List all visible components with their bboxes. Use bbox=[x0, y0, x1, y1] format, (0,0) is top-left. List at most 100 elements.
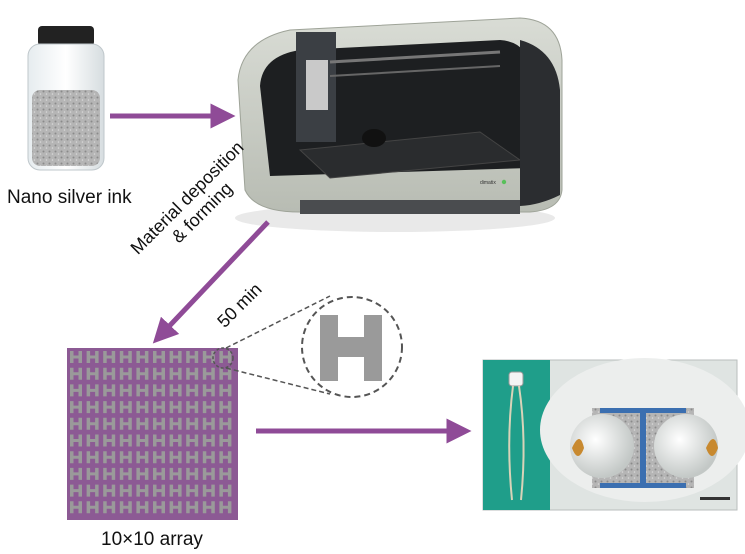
array-cell bbox=[153, 417, 165, 430]
array-cell bbox=[86, 484, 99, 497]
arrow-printer-to-array bbox=[152, 220, 270, 344]
h-sensor-image bbox=[482, 358, 745, 511]
array-cell bbox=[70, 501, 82, 514]
array-cell bbox=[202, 384, 215, 397]
zoom-circle bbox=[301, 296, 403, 398]
array-cell bbox=[153, 351, 165, 363]
array-cell bbox=[202, 467, 215, 480]
array-cell bbox=[70, 451, 82, 464]
array-cell bbox=[169, 451, 182, 464]
array-cell bbox=[219, 367, 232, 380]
array-cell bbox=[119, 467, 132, 480]
array-cell bbox=[219, 351, 232, 363]
zoom-source-circle bbox=[212, 347, 234, 369]
array-cell bbox=[119, 417, 132, 430]
array-cell bbox=[136, 401, 149, 414]
array-cell bbox=[136, 384, 149, 397]
array-cell bbox=[70, 484, 82, 497]
h-array-grid bbox=[67, 348, 238, 520]
array-cell bbox=[186, 417, 199, 430]
array-cell bbox=[186, 367, 199, 380]
array-cell bbox=[219, 417, 232, 430]
array-cell bbox=[119, 384, 132, 397]
array-cell bbox=[70, 467, 82, 480]
array-cell bbox=[186, 384, 199, 397]
array-cell bbox=[86, 367, 99, 380]
array-cell bbox=[86, 417, 99, 430]
array-cell bbox=[219, 401, 232, 414]
array-cell bbox=[219, 501, 232, 514]
array-cell bbox=[119, 401, 132, 414]
array-cell bbox=[119, 351, 132, 363]
array-cell bbox=[202, 434, 215, 447]
array-cell bbox=[103, 434, 116, 447]
array-cell bbox=[202, 367, 215, 380]
zoom-guide-bottom bbox=[225, 367, 331, 395]
array-cell bbox=[136, 484, 149, 497]
array-cell bbox=[70, 384, 82, 397]
array-cell bbox=[153, 451, 165, 464]
array-cell bbox=[86, 451, 99, 464]
array-cell bbox=[202, 451, 215, 464]
array-cell bbox=[169, 467, 182, 480]
array-cell bbox=[169, 401, 182, 414]
array-cell bbox=[119, 367, 132, 380]
array-cell bbox=[70, 351, 82, 363]
array-cell bbox=[153, 484, 165, 497]
zoom-guide-top bbox=[225, 295, 331, 349]
array-cell bbox=[186, 434, 199, 447]
array-cell bbox=[219, 434, 232, 447]
array-cell bbox=[70, 434, 82, 447]
array-cell bbox=[219, 451, 232, 464]
array-cell bbox=[169, 367, 182, 380]
array-cell bbox=[219, 384, 232, 397]
array-cell bbox=[186, 451, 199, 464]
array-cell bbox=[186, 467, 199, 480]
array-cell bbox=[70, 417, 82, 430]
array-cell bbox=[119, 501, 132, 514]
h-shape-icon bbox=[320, 315, 382, 381]
array-cell bbox=[103, 467, 116, 480]
array-cell bbox=[136, 451, 149, 464]
array-cell bbox=[202, 484, 215, 497]
array-cell bbox=[219, 467, 232, 480]
printer-brand-mark: dimatix bbox=[480, 180, 496, 186]
array-cell bbox=[103, 417, 116, 430]
array-cell bbox=[119, 484, 132, 497]
array-cell bbox=[186, 501, 199, 514]
array-cell bbox=[86, 401, 99, 414]
array-cell bbox=[103, 351, 116, 363]
array-cell bbox=[136, 501, 149, 514]
array-cell bbox=[136, 367, 149, 380]
array-cell bbox=[86, 501, 99, 514]
array-cell bbox=[219, 484, 232, 497]
array-cell bbox=[136, 351, 149, 363]
array-cell bbox=[103, 401, 116, 414]
array-cell bbox=[136, 467, 149, 480]
array-cell bbox=[86, 351, 99, 363]
array-cell bbox=[119, 451, 132, 464]
array-cell bbox=[169, 384, 182, 397]
array-cell bbox=[86, 434, 99, 447]
array-cell bbox=[70, 367, 82, 380]
array-cell bbox=[202, 501, 215, 514]
array-cell bbox=[103, 484, 116, 497]
array-cell bbox=[86, 467, 99, 480]
array-cell bbox=[103, 367, 116, 380]
array-cell bbox=[119, 434, 132, 447]
array-cell bbox=[153, 467, 165, 480]
array-label: 10×10 array bbox=[101, 529, 203, 550]
array-cell bbox=[103, 384, 116, 397]
array-cell bbox=[186, 351, 199, 363]
array-cell bbox=[169, 484, 182, 497]
array-cell bbox=[202, 401, 215, 414]
array-cell bbox=[153, 501, 165, 514]
array-cell bbox=[153, 367, 165, 380]
array-cell bbox=[169, 434, 182, 447]
array-cell bbox=[103, 451, 116, 464]
array-cell bbox=[86, 384, 99, 397]
array-cell bbox=[169, 501, 182, 514]
array-cell bbox=[169, 417, 182, 430]
array-cell bbox=[153, 434, 165, 447]
